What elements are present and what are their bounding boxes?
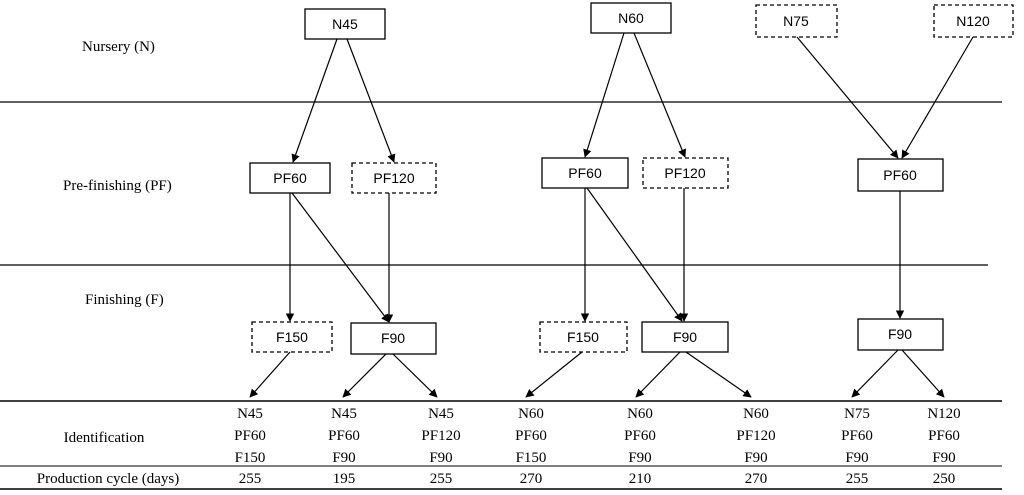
table-column-7: N75 PF60 F90 255: [841, 406, 873, 487]
box-n45: N45: [304, 8, 386, 40]
arrow-n120-pf60: [901, 36, 974, 159]
cycle-days: 250: [933, 471, 956, 487]
cycle-days: 255: [846, 471, 869, 487]
box-f90-c: F90: [857, 318, 944, 351]
table-column-2: N45 PF60 F90 195: [328, 406, 360, 487]
id-prefinishing: PF60: [328, 428, 360, 444]
box-pf60-a: PF60: [249, 162, 331, 194]
arrow-f90b-col5: [635, 351, 681, 398]
box-n75: N75: [755, 4, 838, 38]
svg-text:N60: N60: [618, 10, 644, 26]
cycle-days: 195: [333, 471, 356, 487]
table-column-5: N60 PF60 F90 210: [624, 406, 656, 487]
id-nursery: N60: [743, 406, 769, 422]
svg-text:N45: N45: [332, 16, 358, 32]
box-n60: N60: [590, 2, 672, 34]
cycle-days: 255: [430, 471, 453, 487]
arrow-n75-pf60: [796, 36, 899, 159]
box-pf120-a: PF120: [351, 162, 437, 194]
table-column-3: N45 PF120 F90 255: [421, 406, 460, 487]
svg-text:F90: F90: [673, 329, 697, 345]
arrow-pf60b-f90: [586, 187, 683, 322]
svg-text:F150: F150: [276, 329, 308, 345]
box-f90-b: F90: [641, 321, 729, 353]
arrow-f90a-col3: [392, 353, 438, 398]
arrow-n45-pf120: [346, 38, 396, 163]
table-column-8: N120 PF60 F90 250: [927, 406, 960, 487]
svg-text:N75: N75: [783, 13, 809, 29]
cycle-label: Production cycle (days): [37, 471, 179, 487]
id-finishing: F90: [744, 450, 767, 466]
box-pf60-c: PF60: [857, 158, 944, 192]
arrow-f90b-col6: [685, 351, 752, 398]
id-finishing: F90: [332, 450, 355, 466]
id-nursery: N45: [237, 406, 263, 422]
id-prefinishing: PF120: [421, 428, 460, 444]
stage-label-finishing: Finishing (F): [85, 292, 164, 308]
table-column-1: N45 PF60 F150 255: [234, 406, 266, 487]
table-column-4: N60 PF60 F150 270: [515, 406, 547, 487]
id-nursery: N45: [428, 406, 454, 422]
box-pf120-b: PF120: [642, 157, 729, 189]
svg-text:PF60: PF60: [568, 165, 602, 181]
svg-text:PF120: PF120: [664, 165, 705, 181]
svg-text:PF60: PF60: [273, 170, 307, 186]
box-n120: N120: [933, 4, 1014, 38]
box-pf60-b: PF60: [541, 157, 629, 189]
arrow-f90c-col8: [901, 349, 945, 398]
id-prefinishing: PF60: [928, 428, 960, 444]
arrow-n60-pf60: [583, 32, 625, 158]
stage-label-prefinishing: Pre-finishing (PF): [63, 178, 172, 194]
id-nursery: N120: [927, 406, 960, 422]
id-finishing: F90: [429, 450, 452, 466]
id-prefinishing: PF60: [841, 428, 873, 444]
cycle-days: 270: [745, 471, 768, 487]
arrow-f90a-col2: [342, 353, 387, 398]
id-finishing: F90: [628, 450, 651, 466]
arrow-n45-pf60: [291, 38, 338, 163]
cycle-days: 255: [239, 471, 262, 487]
svg-text:N120: N120: [956, 13, 990, 29]
arrow-f90c-col7: [851, 349, 899, 398]
id-prefinishing: PF120: [736, 428, 775, 444]
svg-text:PF60: PF60: [883, 167, 917, 183]
id-finishing: F150: [235, 450, 266, 466]
identification-label: Identification: [64, 430, 145, 446]
box-f150-a: F150: [251, 321, 333, 353]
arrow-f150b-col4: [525, 351, 583, 398]
id-nursery: N75: [844, 406, 870, 422]
svg-text:F90: F90: [381, 330, 405, 346]
arrow-pf60a-f90: [291, 192, 390, 323]
id-finishing: F90: [932, 450, 955, 466]
id-prefinishing: PF60: [624, 428, 656, 444]
table-column-6: N60 PF120 F90 270: [736, 406, 775, 487]
id-prefinishing: PF60: [515, 428, 547, 444]
box-f150-b: F150: [539, 321, 628, 353]
id-finishing: F150: [516, 450, 547, 466]
svg-text:F90: F90: [888, 326, 912, 342]
box-f90-a: F90: [350, 322, 437, 355]
id-finishing: F90: [845, 450, 868, 466]
cycle-days: 270: [520, 471, 543, 487]
stage-label-nursery: Nursery (N): [82, 39, 155, 55]
svg-text:PF120: PF120: [373, 170, 414, 186]
id-nursery: N45: [331, 406, 357, 422]
id-prefinishing: PF60: [234, 428, 266, 444]
arrow-f150a-col1: [249, 351, 291, 398]
id-nursery: N60: [627, 406, 653, 422]
id-nursery: N60: [518, 406, 544, 422]
svg-text:F150: F150: [567, 329, 599, 345]
cycle-days: 210: [629, 471, 652, 487]
arrow-n60-pf120: [633, 32, 687, 158]
